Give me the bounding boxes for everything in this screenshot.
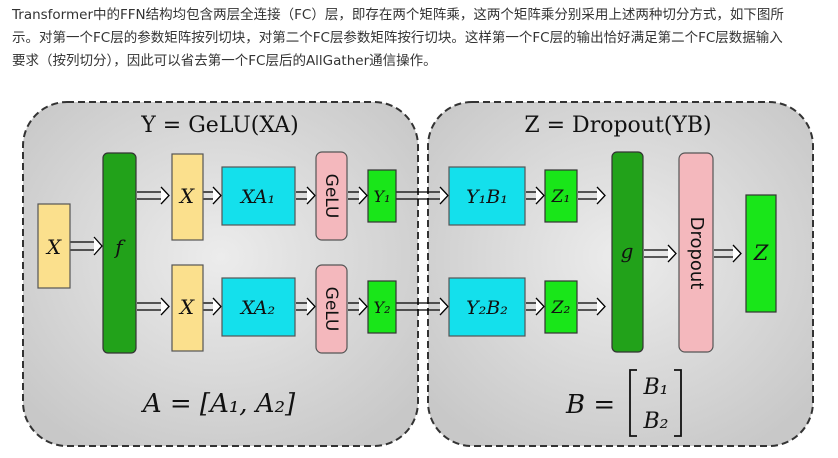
arrow-xa1-to-gelu [296,186,316,205]
f-block [102,152,137,354]
arrow-x-to-xa2 [203,297,222,316]
xa2-block [221,277,296,337]
z-output-label: Z [753,241,769,265]
dropout-block [678,152,714,353]
arrow-y2b2-to-z2 [526,297,545,316]
paragraph-line-1: Transformer中的FFN结构均包含两层全连接（FC）层，即存在两个矩阵乘… [12,7,784,23]
arrow-dropout-to-z [714,244,742,263]
arrow-z1-to-g [578,186,606,205]
b-equation: B = B₁ B₂ [565,369,682,437]
arrow-z2-to-g [578,297,606,316]
z1-label: Z₁ [551,187,571,207]
x-bottom-label: X [178,295,195,319]
arrow-gelu-to-y2 [348,297,368,316]
a-equation: A = [A₁, A₂] [141,389,296,419]
y1-label: Y₁ [374,187,391,206]
xa1-label: XA₁ [239,186,275,208]
x-bottom-block [171,264,204,352]
left-panel-title: Y = GeLU(XA) [140,113,298,138]
gelu-top-label: GeLU [321,174,341,219]
y1b1-label: Y₁B₁ [466,186,508,208]
arrow-g-to-dropout [644,244,677,263]
g-block [611,151,644,353]
arrow-f-to-x-bottom [137,297,170,316]
b-equation-lhs: B = [565,390,615,420]
y2-block [367,280,397,334]
xa2-label: XA₂ [239,297,275,319]
arrow-y1b1-to-z1 [526,186,545,205]
y1b1-block [448,166,526,226]
xa1-block [221,166,296,226]
b1-label: B₁ [643,375,669,400]
arrow-gelu-to-y1 [348,186,368,205]
z2-block [544,280,578,334]
gelu-bottom-label: GeLU [321,287,341,332]
dropout-label: Dropout [686,217,707,290]
z-output-block [745,194,777,313]
arrow-y2-to-y2b2 [396,297,449,316]
z2-label: Z₂ [551,298,571,318]
paragraph-line-3: 要求（按列切分），因此可以省去第一个FC层后的AllGather通信操作。 [12,53,437,69]
arrows [70,186,742,316]
y2-label: Y₂ [374,298,391,317]
input-x-label: X [45,235,62,259]
y2b2-label: Y₂B₂ [466,297,508,319]
arrow-xa2-to-gelu [296,297,316,316]
arrow-f-to-x-top [137,186,170,205]
x-top-block [171,153,204,241]
arrow-input-to-f [70,236,103,256]
b-left-bracket [629,369,637,437]
paragraph-line-2: 示。对第一个FC层的参数矩阵按列切块，对第二个FC层参数矩阵按行切块。这样第一个… [12,30,783,46]
arrow-y1-to-y1b1 [396,186,449,205]
intro-paragraph: Transformer中的FFN结构均包含两层全连接（FC）层，即存在两个矩阵乘… [12,4,826,73]
b-right-bracket [674,369,682,437]
y2b2-block [448,277,526,337]
b2-label: B₂ [643,409,669,434]
y1-block [367,169,397,223]
z1-block [544,169,578,223]
arrow-x-to-xa1 [203,186,222,205]
right-panel-title: Z = Dropout(YB) [524,113,711,138]
gelu-bottom-block [315,264,348,354]
gelu-top-block [315,151,348,241]
input-x-block [37,203,71,289]
x-top-label: X [178,184,195,208]
g-label: g [621,239,634,263]
